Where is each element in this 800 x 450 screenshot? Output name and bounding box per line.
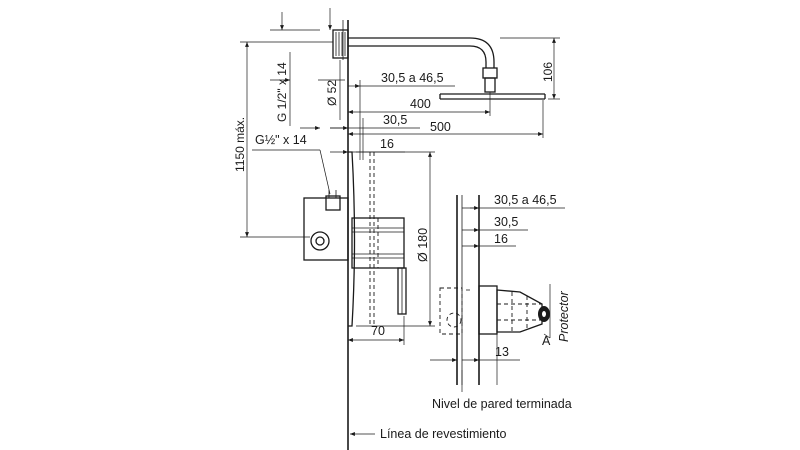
- arm-length-label: 400: [410, 97, 431, 111]
- head-reach-label: 500: [430, 120, 451, 134]
- head-height-label: 106: [541, 62, 555, 82]
- valve-body: [303, 190, 349, 261]
- head-height-dimension: 106: [500, 37, 560, 100]
- body-depth-label: 70: [371, 324, 385, 338]
- escutcheon-plate: [348, 151, 375, 327]
- plate-diameter-label: Ø 180: [416, 228, 430, 262]
- total-height-label: 1150 máx.: [233, 117, 247, 172]
- wall-offset-label: 30,5: [383, 113, 407, 127]
- plate-offset-dimension: 16: [330, 137, 405, 154]
- mixer-body: [351, 217, 405, 269]
- range-main-label: 30,5 a 46,5: [381, 71, 444, 85]
- top-thread-arrow: [270, 8, 332, 31]
- finished-wall-label: Nivel de pared terminada: [432, 397, 572, 411]
- detail-valve: [439, 287, 470, 335]
- cladding-line-label: Línea de revestimiento: [380, 427, 507, 441]
- wall-offset-dimension: 30,5: [330, 113, 420, 160]
- range-detail-dimension: 30,5 a 46,5: [462, 193, 565, 210]
- finished-wall-leader: Nivel de pared terminada: [430, 358, 572, 411]
- head-reach-dimension: 500: [348, 100, 544, 138]
- plate-offset-detail-dimension: 16: [462, 232, 516, 248]
- plate-offset-label: 16: [380, 137, 394, 151]
- wall-offset-detail-label: 30,5: [494, 215, 518, 229]
- wall-offset-detail-dimension: 30,5: [462, 215, 528, 232]
- thread-bottom-label: G½" x 14: [255, 133, 307, 147]
- cap-offset-label: 13: [495, 345, 509, 359]
- flange-diameter-dimension: Ø 52: [318, 60, 345, 120]
- total-height-dimension: 1150 máx.: [233, 41, 333, 238]
- detail-protector: [478, 285, 550, 335]
- arm-length-dimension: 400: [348, 92, 491, 116]
- cladding-wall: [342, 20, 349, 450]
- cap-offset-dimension: 13: [462, 334, 520, 385]
- body-depth-dimension: 70: [348, 316, 405, 345]
- range-main-dimension: 30,5 a 46,5: [348, 71, 455, 160]
- thread-bottom-dimension: G½" x 14: [252, 126, 348, 195]
- thread-top-label: G 1/2" x 14: [275, 62, 289, 122]
- plate-diameter-dimension: Ø 180: [356, 151, 435, 327]
- shower-arm: [332, 29, 546, 100]
- flange-diameter-label: Ø 52: [325, 80, 339, 106]
- detail-marker: A: [542, 284, 551, 348]
- thread-top-dimension: G 1/2" x 14: [270, 52, 291, 126]
- cladding-line-leader: Línea de revestimiento: [350, 427, 507, 441]
- plate-offset-detail-label: 16: [494, 232, 508, 246]
- detail-marker-label: A: [542, 334, 551, 348]
- protector-label: Protector: [557, 290, 571, 342]
- lever-handle: [397, 267, 407, 315]
- range-detail-label: 30,5 a 46,5: [494, 193, 557, 207]
